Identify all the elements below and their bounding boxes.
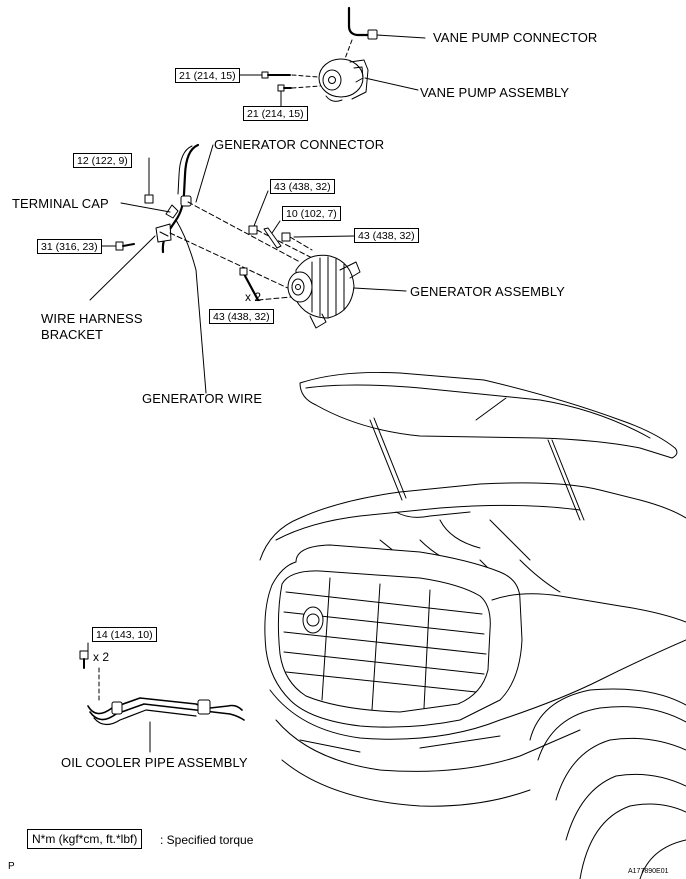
generator-connector-label: GENERATOR CONNECTOR — [214, 137, 385, 152]
oil-cooler-pipe-assembly-label: OIL COOLER PIPE ASSEMBLY — [61, 755, 248, 770]
generator-wire-harness — [89, 143, 214, 394]
vehicle-drawing — [259, 371, 686, 879]
multiplier-generator-lower-bolts: x 2 — [245, 290, 262, 304]
oil-cooler-pipe-drawing — [79, 642, 245, 753]
vane-pump-connector-label: VANE PUMP CONNECTOR — [433, 30, 598, 45]
torque-wire-harness-bolt: 31 (316, 23) — [37, 239, 102, 254]
page-corner-mark: P — [8, 861, 15, 872]
vane-pump-drawing — [291, 58, 419, 102]
generator-wire-guide-lines — [169, 201, 301, 291]
torque-unit-legend-text: : Specified torque — [160, 833, 254, 847]
torque-vane-pump-bolt-lower: 21 (214, 15) — [243, 106, 308, 121]
wire-harness-bracket-label-line2: BRACKET — [41, 327, 104, 342]
torque-generator-top-nut: 43 (438, 32) — [270, 179, 335, 194]
generator-connector-nut — [144, 157, 154, 204]
torque-generator-stud-bolt: 43 (438, 32) — [354, 228, 419, 243]
torque-unit-legend-box: N*m (kgf*cm, ft.*lbf) — [27, 829, 143, 849]
vane-pump-connector-wire — [342, 6, 426, 65]
multiplier-oil-cooler-bolts: x 2 — [93, 650, 110, 664]
torque-generator-lower-bolts: 43 (438, 32) — [209, 309, 274, 324]
generator-drawing — [287, 254, 407, 329]
torque-generator-connector-nut: 12 (122, 9) — [73, 153, 132, 168]
torque-oil-cooler-bolts: 14 (143, 10) — [92, 627, 157, 642]
vane-pump-assembly-label: VANE PUMP ASSEMBLY — [420, 85, 570, 100]
generator-wire-label: GENERATOR WIRE — [142, 391, 263, 406]
generator-assembly-label: GENERATOR ASSEMBLY — [410, 284, 565, 299]
wire-harness-bolt — [101, 241, 135, 251]
terminal-cap-label: TERMINAL CAP — [12, 196, 109, 211]
wire-harness-bracket-label-line1: WIRE HARNESS — [41, 311, 143, 326]
vane-pump-bolts — [237, 71, 292, 107]
torque-vane-pump-bolt-upper: 21 (214, 15) — [175, 68, 240, 83]
torque-generator-terminal-nut: 10 (102, 7) — [282, 206, 341, 221]
illustration-code: A177890E01 — [628, 868, 669, 875]
